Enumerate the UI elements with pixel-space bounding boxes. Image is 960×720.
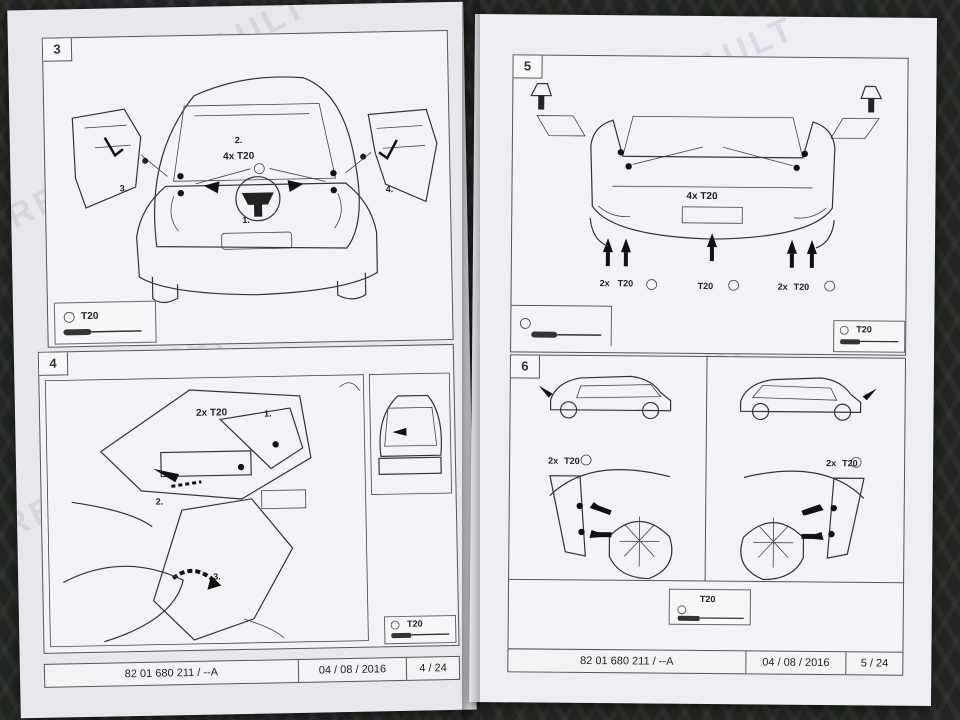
- page-number: 5 / 24: [860, 657, 889, 670]
- right-tool-label: T20: [842, 458, 858, 469]
- callout-1: 1.: [263, 408, 272, 419]
- torx-screwdriver-icon: [677, 605, 744, 621]
- step-4-panel: 4: [37, 343, 460, 654]
- center-tool-label: T20: [697, 280, 714, 292]
- page-footer: 82 01 680 211 / --A 04 / 08 / 2016 4 / 2…: [43, 655, 461, 688]
- document-date: 04 / 08 / 2016: [298, 657, 408, 682]
- callout-1: 1.: [242, 214, 250, 225]
- right-page: RENAULT RENAULT RENAULT RENAULT RENAULT …: [469, 13, 937, 707]
- left-page: RENAULT RENAULT RENAULT RENAULT RENAULT …: [7, 1, 477, 719]
- trim-removal-illustration: [44, 372, 452, 648]
- right-count-label: 2x: [777, 281, 788, 292]
- callout-2: 2.: [234, 134, 243, 146]
- step-3-panel: 3: [41, 29, 454, 348]
- page-number: 4 / 24: [419, 662, 447, 675]
- wheel-arch-illustration: [509, 357, 904, 584]
- tool-size-label: T20: [81, 310, 99, 323]
- step-6-panel: 6: [507, 354, 907, 656]
- document-number: 82 01 680 211 / --A: [508, 649, 747, 674]
- torx-screwdriver-icon: [839, 325, 899, 345]
- tool-size-label: T20: [699, 593, 716, 605]
- tool-panel: T20: [53, 300, 157, 345]
- tool-panel: T20: [383, 614, 457, 645]
- page-footer: 82 01 680 211 / --A 04 / 08 / 2016 5 / 2…: [507, 648, 904, 676]
- callout-2: 2.: [155, 496, 164, 507]
- left-tool-label: T20: [564, 455, 580, 466]
- callout-3: 3.: [119, 183, 128, 194]
- right-count-label: 2x: [826, 458, 837, 469]
- left-count-label: 2x: [548, 455, 559, 466]
- fastener-count-label: 2x T20: [195, 407, 228, 419]
- fastener-count-label: 4x T20: [686, 190, 718, 203]
- torx-screwdriver-icon: [63, 311, 142, 336]
- callout-3: 3.: [213, 571, 221, 582]
- callout-4: 4.: [385, 184, 394, 195]
- rear-bumper-illustration: [511, 82, 883, 347]
- step-5-panel: 5: [510, 54, 909, 356]
- right-tool-label: T20: [793, 281, 810, 292]
- document-number: 82 01 680 211 / --A: [44, 659, 299, 687]
- torx-screwdriver-icon: [390, 620, 450, 639]
- tool-size-label: T20: [407, 618, 423, 629]
- book-spine: [462, 0, 480, 720]
- rear-tailgate-illustration: [71, 76, 438, 304]
- tool-panel: T20: [668, 588, 751, 626]
- left-count-label: 2x: [599, 278, 610, 289]
- document-date: 04 / 08 / 2016: [746, 651, 847, 675]
- tool-size-label: T20: [856, 324, 872, 335]
- fastener-count-label: 4x T20: [222, 150, 255, 163]
- left-tool-label: T20: [617, 278, 634, 289]
- tool-panel: T20: [833, 320, 906, 353]
